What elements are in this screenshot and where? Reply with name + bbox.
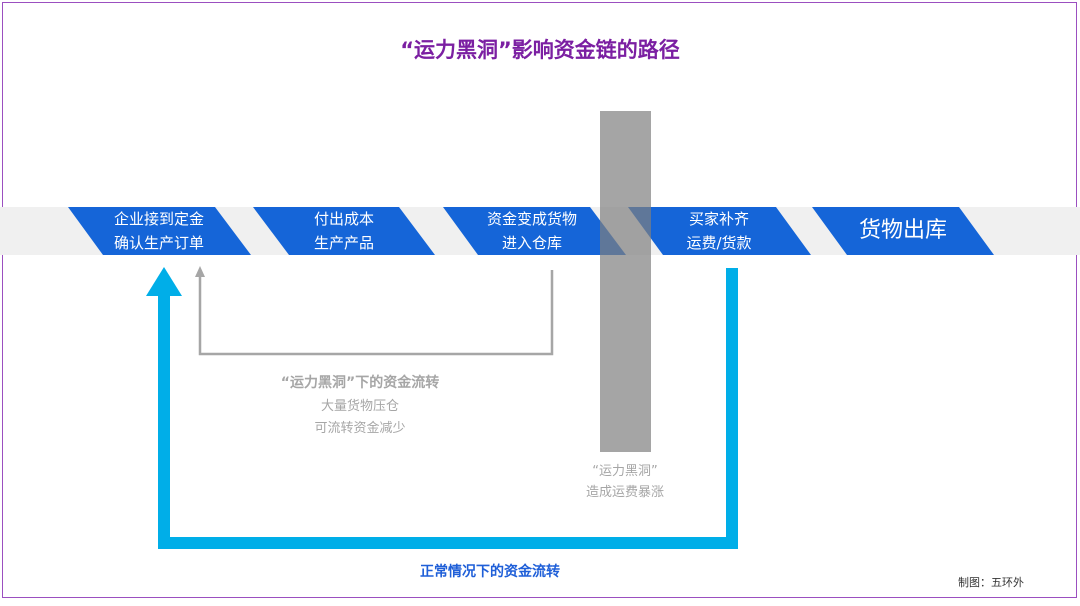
step-shape-2 — [253, 207, 435, 255]
diagram-frame — [2, 2, 1077, 598]
step-4: 买家补齐 运费/货款 — [660, 207, 778, 255]
step-shape-5 — [812, 207, 994, 255]
step-3-line1: 资金变成货物 — [486, 210, 577, 228]
credit-label: 制图：五环外 — [958, 576, 1024, 589]
blackhole-flow-line1: 大量货物压仓 — [320, 399, 399, 414]
step-shape-4 — [628, 207, 811, 255]
normal-flow-label: 正常情况下的资金流转 — [420, 564, 560, 580]
step-5-line1: 货物出库 — [858, 218, 947, 243]
normal-loop-arrowhead — [146, 267, 182, 296]
step-2: 付出成本 生产产品 — [285, 207, 403, 255]
blackhole-bar-line1: “运力黑洞” — [592, 464, 658, 479]
blackhole-flow-line2: 可流转资金减少 — [314, 421, 406, 436]
step-shape-3 — [443, 207, 626, 255]
page-title: “运力黑洞”影响资金链的路径 — [400, 38, 680, 62]
step-3-line2: 进入仓库 — [501, 234, 562, 252]
blackhole-bar-line2: 造成运费暴涨 — [585, 485, 664, 500]
step-5: 货物出库 — [843, 207, 963, 255]
blackhole-loop-arrowhead — [195, 266, 205, 277]
step-4-line2: 运费/货款 — [686, 234, 752, 252]
step-2-line2: 生产产品 — [313, 234, 374, 252]
blackhole-loop-line — [198, 270, 554, 356]
step-shape-1 — [68, 207, 251, 255]
step-2-line1: 付出成本 — [313, 210, 374, 228]
step-1: 企业接到定金 确认生产订单 — [100, 207, 218, 255]
step-1-line1: 企业接到定金 — [113, 210, 204, 228]
step-1-line2: 确认生产订单 — [113, 234, 204, 252]
blackhole-bar — [600, 111, 651, 452]
step-3: 资金变成货物 进入仓库 — [472, 207, 592, 255]
step-4-line1: 买家补齐 — [688, 210, 749, 228]
blackhole-flow-title: “运力黑洞”下的资金流转 — [280, 375, 440, 391]
normal-loop-line — [158, 268, 738, 549]
